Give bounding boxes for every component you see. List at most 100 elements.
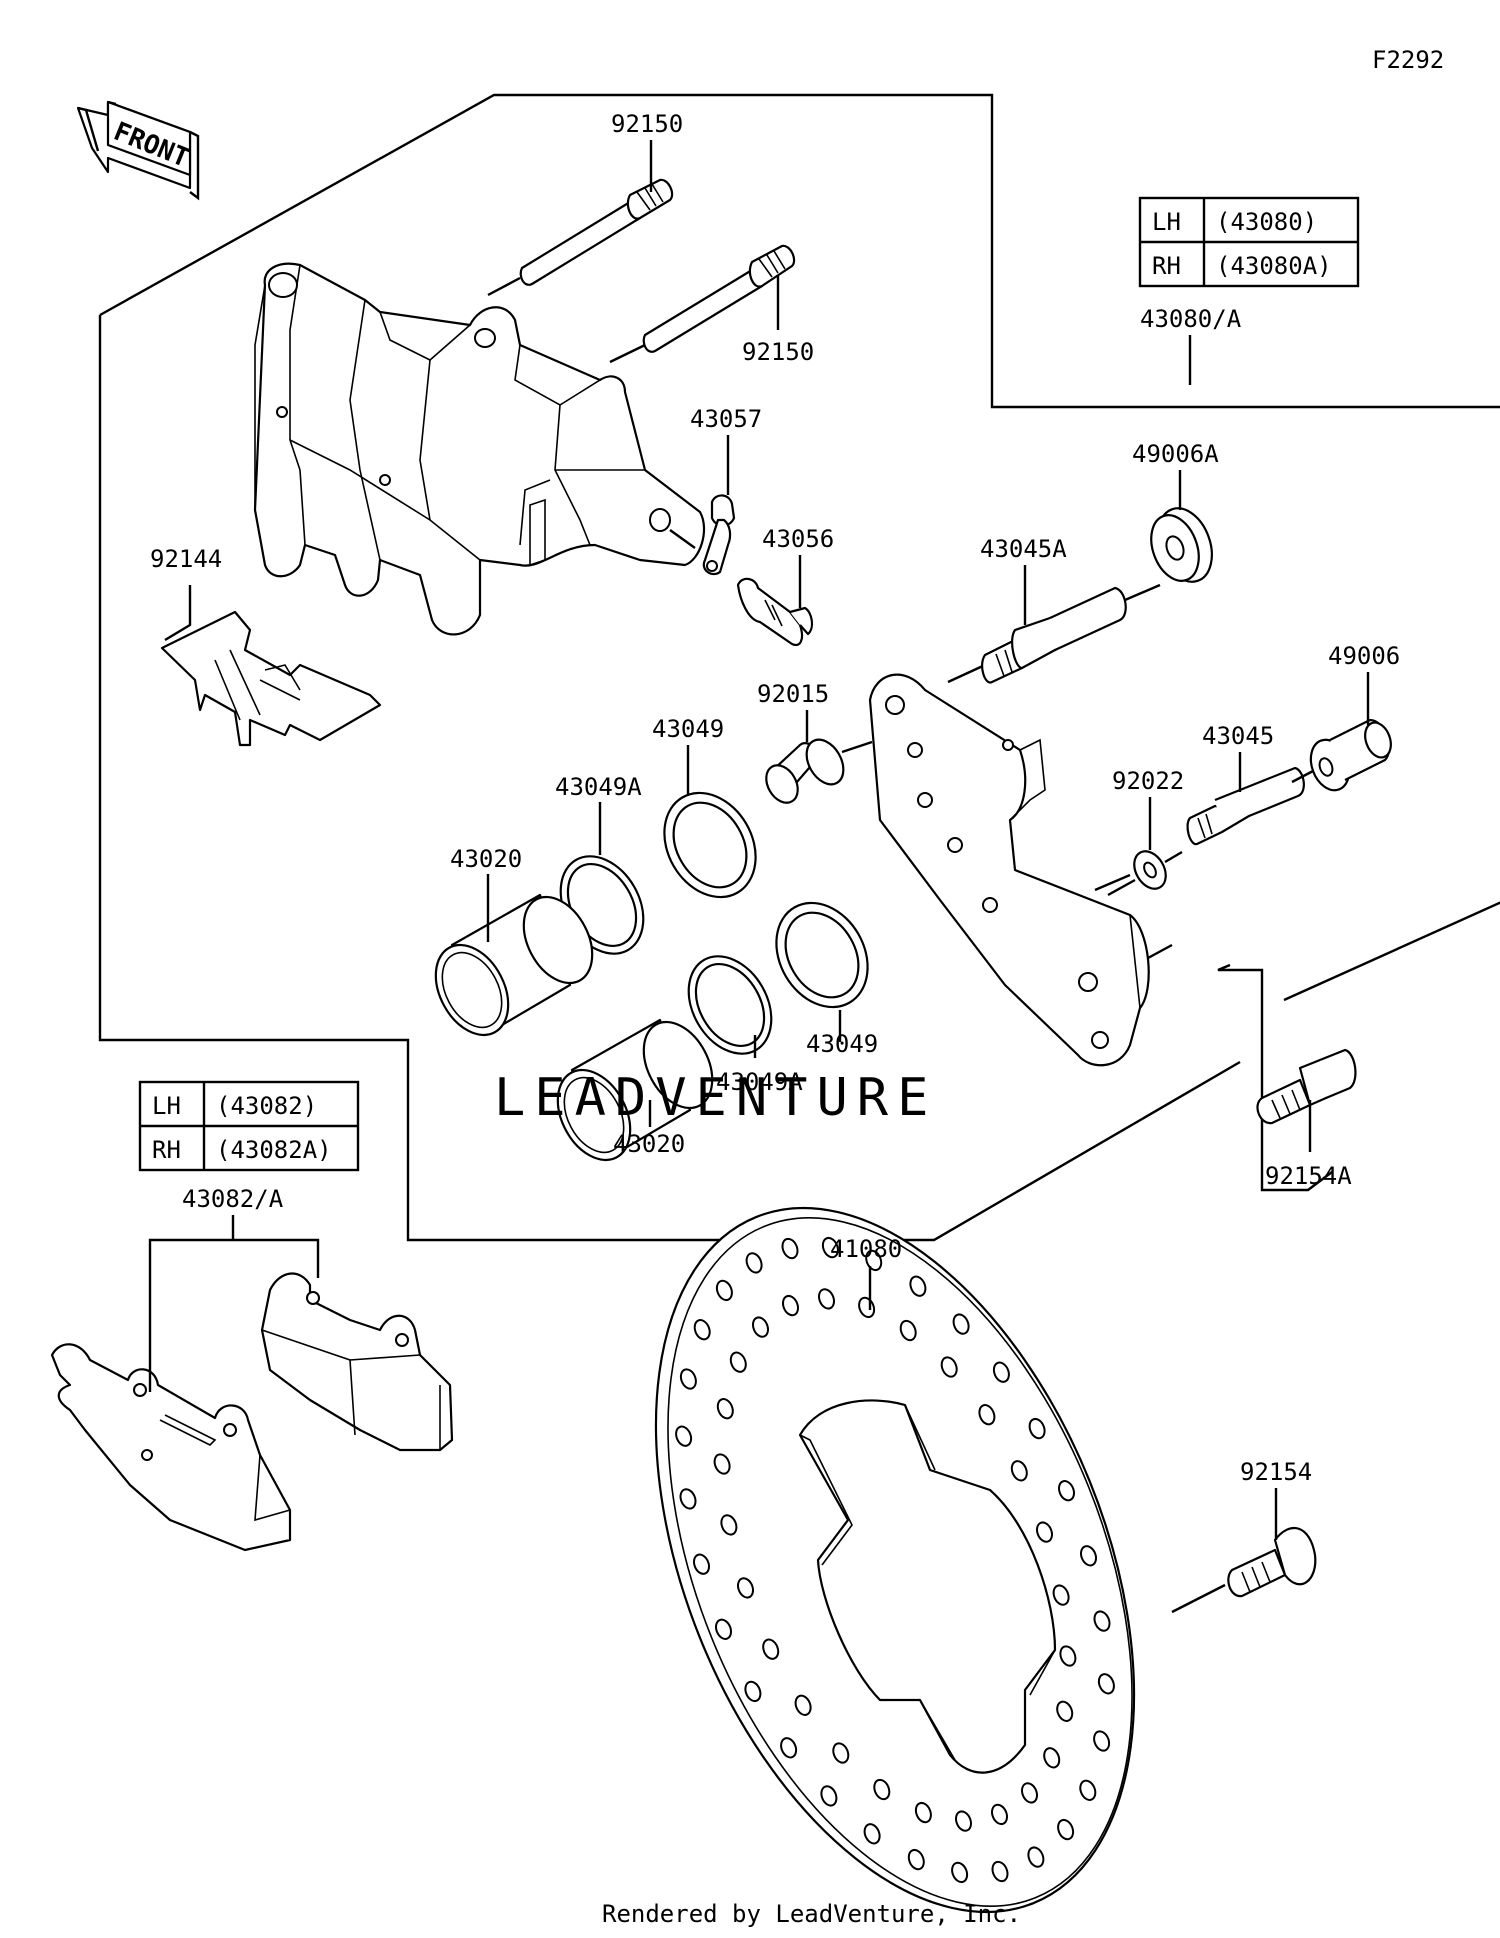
disc-hole	[992, 1361, 1010, 1383]
disc-hole	[1052, 1584, 1070, 1606]
piston-upper	[434, 893, 594, 1037]
slide-pin-upper	[487, 178, 674, 297]
leader-lines	[148, 140, 1370, 1540]
disc-hole	[752, 1316, 769, 1338]
callout-boot-large: 49006A	[1132, 440, 1219, 468]
holder-lh-side: LH	[1152, 208, 1181, 236]
disc-hole	[1028, 1417, 1046, 1440]
callout-bleeder-cap: 43057	[690, 405, 762, 433]
bleeder-valve	[736, 577, 814, 647]
disc-hole	[713, 1453, 731, 1475]
caliper-assembly-outline	[99, 93, 1500, 1002]
pad-rh-side: RH	[152, 1136, 181, 1164]
disc-hole	[781, 1237, 799, 1260]
disc-hole	[863, 1823, 881, 1845]
disc-bolt	[1171, 1527, 1317, 1614]
caliper-body	[253, 262, 705, 636]
washer	[1107, 850, 1183, 897]
disc-hole	[693, 1553, 710, 1575]
piston-seal-a-lower	[687, 955, 773, 1055]
disc-hole	[914, 1801, 932, 1824]
disc-hole	[737, 1577, 754, 1599]
brake-disc	[654, 1206, 1136, 1914]
disc-hole	[899, 1319, 917, 1342]
disc-hole	[679, 1368, 697, 1390]
holder-rh-part: (43080A)	[1216, 252, 1332, 280]
disc-hole	[744, 1680, 762, 1703]
disc-hole	[1093, 1730, 1111, 1752]
watermark: LEADVENTURE	[494, 1068, 937, 1128]
bleeder-cap	[669, 494, 736, 576]
footer-credit: Rendered by LeadVenture, Inc.	[602, 1900, 1021, 1928]
disc-hole	[1036, 1521, 1053, 1543]
disc-hole	[832, 1742, 850, 1764]
disc-hole	[1080, 1545, 1097, 1567]
diagram-code: F2292	[1372, 46, 1444, 74]
callout-pin-upper: 92150	[611, 110, 683, 138]
callout-bleeder-valve: 43056	[762, 525, 834, 553]
disc-hole	[782, 1294, 799, 1317]
callout-boot-small: 49006	[1328, 642, 1400, 670]
slide-shaft-small	[1186, 766, 1305, 846]
disc-hole	[794, 1694, 812, 1716]
disc-hole	[821, 1236, 839, 1259]
disc-hole	[693, 1319, 711, 1341]
disc-hole	[715, 1279, 733, 1302]
caliper-mount-bolt	[1256, 1048, 1357, 1125]
boot-large	[1150, 507, 1213, 583]
pad-code-table: LH (43082) RH (43082A)	[138, 1080, 360, 1172]
callout-seal-lower: 43049	[806, 1030, 878, 1058]
pad-lh-side: LH	[152, 1092, 181, 1120]
disc-hole	[780, 1737, 798, 1759]
holder-code-table: LH (43080) RH (43080A)	[1138, 196, 1360, 288]
disc-hole	[1059, 1645, 1077, 1667]
disc-hole	[940, 1356, 958, 1378]
disc-hole	[745, 1252, 763, 1274]
pad-spring	[160, 610, 382, 747]
disc-hole	[1027, 1846, 1045, 1868]
callout-piston-lower: 43020	[613, 1130, 685, 1158]
disc-hole	[720, 1514, 738, 1536]
brake-pad-right	[260, 1272, 454, 1452]
callout-collar: 92015	[757, 680, 829, 708]
disc-hole	[1021, 1782, 1038, 1804]
callout-seal-a-upper: 43049A	[555, 773, 642, 801]
callout-pad-spring: 92144	[150, 545, 222, 573]
disc-hole	[909, 1275, 927, 1297]
disc-hole	[991, 1803, 1008, 1826]
callout-piston-upper: 43020	[450, 845, 522, 873]
callout-seal-a-lower: 43049A	[716, 1068, 803, 1096]
disc-hole	[679, 1488, 697, 1510]
disc-hole	[955, 1810, 972, 1832]
disc-hole	[762, 1638, 780, 1660]
disc-hole	[1043, 1747, 1061, 1769]
callout-labels: 92150 92150 43057 43056 92144 43080/A 49…	[150, 110, 1400, 1486]
callout-pin-lower: 92150	[742, 338, 814, 366]
callout-bolt-caliper: 92154A	[1265, 1162, 1352, 1190]
holder-lh-part: (43080)	[1216, 208, 1317, 236]
front-arrow-icon: FRONT	[76, 100, 200, 201]
callout-pads-assy: 43082/A	[182, 1185, 284, 1213]
piston-seal-upper	[663, 791, 757, 899]
slide-shaft-large	[947, 583, 1161, 684]
boot-small	[1291, 718, 1392, 792]
disc-hole	[1056, 1700, 1074, 1722]
disc-hole	[729, 1351, 747, 1373]
piston-seal-lower	[775, 901, 869, 1009]
disc-hole	[952, 1313, 970, 1335]
disc-hole	[1010, 1460, 1028, 1482]
callout-seal-upper: 43049	[652, 715, 724, 743]
disc-hole	[1097, 1673, 1115, 1695]
callout-washer: 92022	[1112, 767, 1184, 795]
disc-hole	[951, 1861, 969, 1884]
disc-hole	[1079, 1779, 1097, 1801]
brake-pad-left	[50, 1343, 292, 1552]
disc-hole	[865, 1249, 883, 1272]
disc-hole	[818, 1288, 835, 1310]
pad-rh-part: (43082A)	[216, 1136, 332, 1164]
slide-pin-lower	[609, 244, 796, 364]
disc-hole	[675, 1425, 693, 1447]
disc-hole	[907, 1848, 925, 1871]
disc-hole	[1057, 1818, 1075, 1841]
